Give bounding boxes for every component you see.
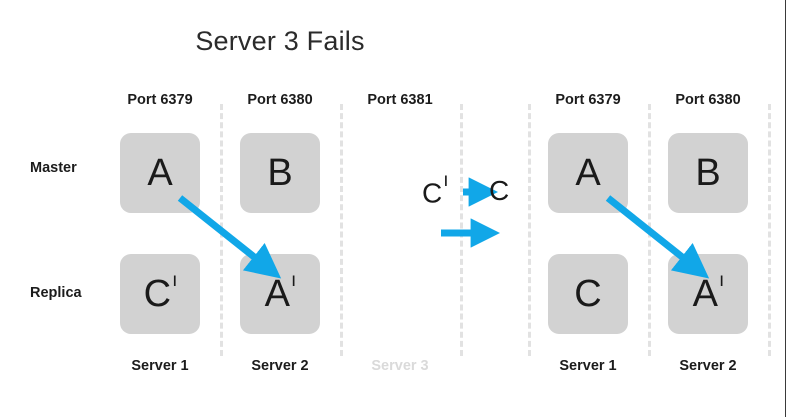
node-right-replica-2-label: Aı [692, 270, 725, 315]
node-right-replica-1-label: C [574, 273, 602, 315]
left-port-label-6380: Port 6380 [247, 92, 313, 108]
node-left-replica-2[interactable]: Aı [240, 254, 320, 334]
left-divider-2 [340, 104, 343, 356]
right-divider-3 [768, 104, 771, 356]
right-port-label-6379: Port 6379 [555, 92, 621, 108]
right-port-label-6380: Port 6380 [675, 92, 741, 108]
left-server-label-2: Server 2 [251, 358, 309, 374]
right-server-label-2: Server 2 [679, 358, 737, 374]
row-label-replica: Replica [30, 285, 82, 301]
node-right-master-1[interactable]: A [548, 133, 628, 213]
left-server-label-3: Server 3 [371, 358, 429, 374]
node-left-replica-2-label: Aı [264, 270, 297, 315]
node-right-master-1-label: A [575, 152, 601, 194]
node-right-replica-1[interactable]: C [548, 254, 628, 334]
right-divider-1 [528, 104, 531, 356]
right-server-label-1: Server 1 [559, 358, 617, 374]
legend-from-symbol: Cı [422, 170, 449, 209]
left-port-label-6381: Port 6381 [367, 92, 433, 108]
node-right-master-2[interactable]: B [668, 133, 748, 213]
left-server-label-1: Server 1 [131, 358, 189, 374]
left-port-label-6379: Port 6379 [127, 92, 193, 108]
node-right-master-2-label: B [695, 152, 721, 194]
node-left-master-2-label: B [267, 152, 293, 194]
node-left-master-2[interactable]: B [240, 133, 320, 213]
node-left-replica-1[interactable]: Cı [120, 254, 200, 334]
legend-standalone-arrow-icon [441, 218, 500, 248]
legend-to-symbol: C [489, 175, 510, 206]
page-title: Server 3 Fails [195, 26, 365, 56]
node-left-master-1-label: A [147, 152, 173, 194]
node-right-replica-2[interactable]: Aı [668, 254, 748, 334]
right-divider-2 [648, 104, 651, 356]
left-divider-1 [220, 104, 223, 356]
node-left-master-1[interactable]: A [120, 133, 200, 213]
row-label-master: Master [30, 160, 77, 176]
right-edge-rule [785, 0, 786, 417]
left-divider-3 [460, 104, 463, 356]
node-left-replica-1-label: Cı [143, 270, 178, 315]
